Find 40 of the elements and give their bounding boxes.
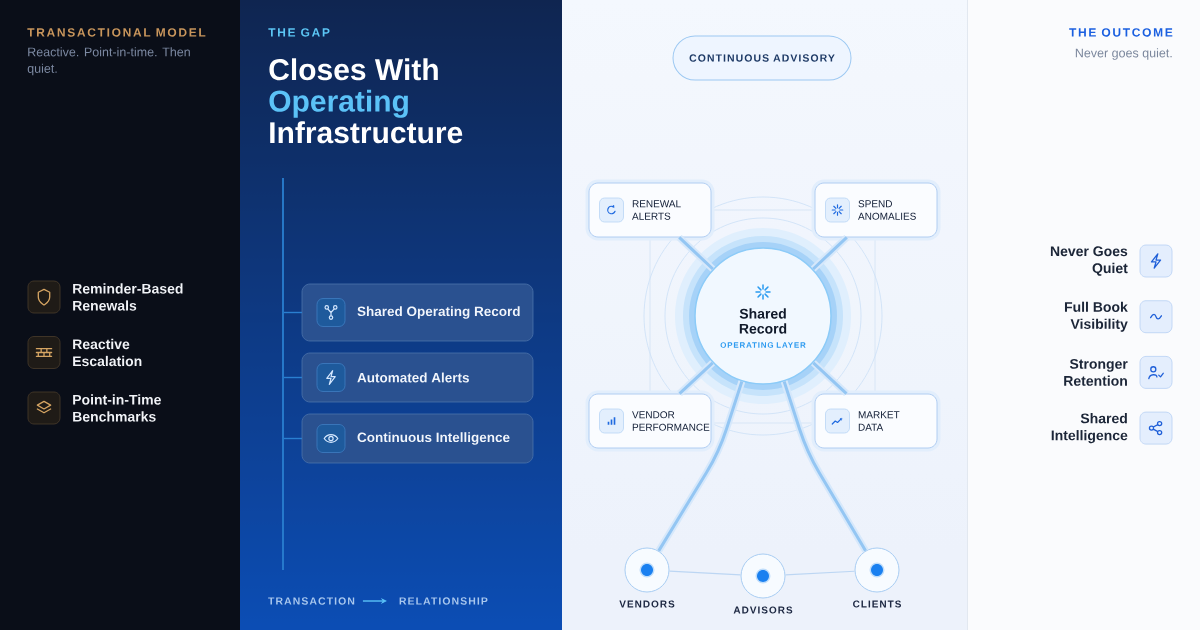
list-item: Stronger Retention bbox=[1064, 358, 1128, 386]
signal-card: MARKET DATA bbox=[811, 390, 941, 452]
signal-card: VENDOR PERFORMANCE bbox=[585, 390, 715, 452]
connector-line bbox=[283, 437, 303, 440]
connector-line bbox=[283, 311, 303, 314]
subtitle: Reactive. Point-in-time. Then quiet. bbox=[27, 47, 190, 76]
pill: CONTINUOUS ADVISORY bbox=[672, 35, 852, 81]
heading: Closes With bbox=[269, 58, 438, 81]
list-item: Never Goes Quiet bbox=[1050, 246, 1128, 276]
list-item: Reminder-Based Renewals bbox=[73, 283, 183, 311]
feature-card: Continuous Intelligence bbox=[301, 413, 534, 464]
feature-card: Shared Operating Record bbox=[301, 283, 534, 342]
connector-line bbox=[677, 360, 716, 397]
list-item: Reactive Escalation bbox=[73, 338, 142, 367]
connector-line bbox=[655, 380, 746, 553]
list-item: Point-in-Time Benchmarks bbox=[73, 394, 161, 422]
connector-line bbox=[668, 570, 742, 576]
flow-label: TRANSACTION bbox=[268, 597, 355, 605]
connector-line bbox=[283, 376, 303, 379]
subtitle: Never goes quiet. bbox=[1075, 48, 1172, 60]
node-label: ADVISORS bbox=[733, 606, 793, 614]
list-item: Full Book Visibility bbox=[1065, 301, 1128, 332]
node-label: VENDORS bbox=[619, 600, 675, 608]
signal-card: SPEND ANOMALIES bbox=[811, 179, 941, 241]
flow-label: RELATIONSHIP bbox=[399, 597, 488, 605]
heading: Infrastructure bbox=[270, 121, 463, 144]
connector-line bbox=[810, 234, 850, 272]
connector-line bbox=[811, 360, 849, 397]
connector-line bbox=[780, 380, 869, 553]
heading: Operating bbox=[269, 89, 408, 118]
feature-card: Automated Alerts bbox=[301, 352, 534, 403]
list-item: Shared Intelligence bbox=[1051, 413, 1128, 444]
connector-line bbox=[676, 234, 716, 272]
section-label: THE GAP bbox=[268, 28, 330, 37]
section-label: TRANSACTIONAL MODEL bbox=[27, 28, 206, 37]
signal-card: RENEWAL ALERTS bbox=[585, 179, 715, 241]
timeline-bar bbox=[282, 178, 284, 570]
section-label: THE OUTCOME bbox=[1069, 28, 1173, 37]
node-label: CLIENTS bbox=[853, 600, 901, 608]
connector-line bbox=[784, 570, 856, 576]
